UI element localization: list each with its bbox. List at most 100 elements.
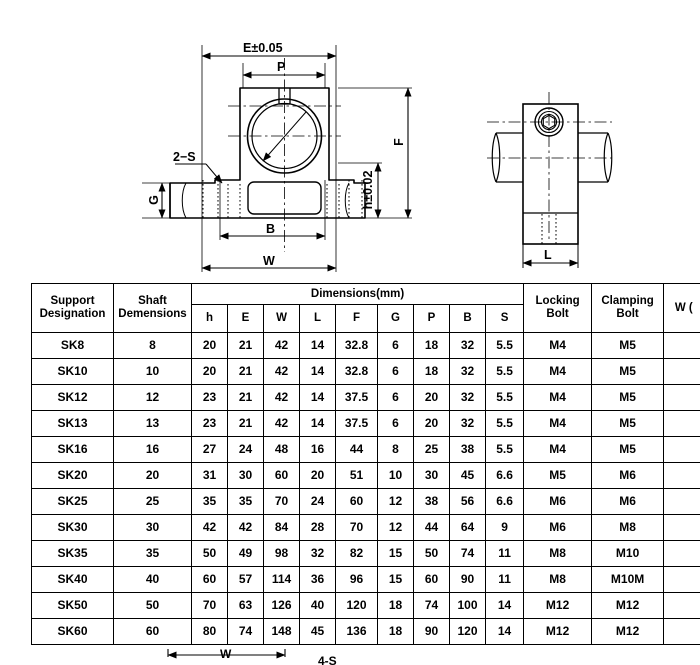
cell-h: 35 xyxy=(191,488,228,515)
cell-h: 23 xyxy=(191,410,228,437)
cell-shaft: 25 xyxy=(113,488,192,515)
cell-shaft: 10 xyxy=(113,358,192,385)
header-dimensions-group: Dimensions(mm) xyxy=(190,283,525,305)
cell-h: 42 xyxy=(191,514,228,541)
dim-L xyxy=(522,244,579,268)
leader-2S xyxy=(175,163,223,184)
cell-S: 6.6 xyxy=(484,462,525,489)
cell-F: 44 xyxy=(335,436,378,463)
cell-P: 60 xyxy=(413,566,450,593)
cell-locking: M6 xyxy=(523,514,593,541)
cell-E: 21 xyxy=(227,410,264,437)
foot-left-face xyxy=(181,182,187,219)
cell-h: 27 xyxy=(191,436,228,463)
cell-h: 50 xyxy=(191,540,228,567)
cell-shaft: 60 xyxy=(113,618,192,645)
header-dim-W: W xyxy=(263,304,300,333)
cell-B: 32 xyxy=(449,332,486,359)
cell-clamping: M5 xyxy=(591,332,665,359)
cell-designation: SK16 xyxy=(31,436,114,463)
cell-W: 42 xyxy=(263,384,300,411)
cell-W: 48 xyxy=(263,436,300,463)
front-view: E±0.05 P xyxy=(142,41,412,272)
cell-designation: SK50 xyxy=(31,592,114,619)
cell-E: 21 xyxy=(227,358,264,385)
cell-E: 74 xyxy=(227,618,264,645)
cell-weight xyxy=(663,358,700,385)
cell-S: 5.5 xyxy=(484,436,525,463)
cell-locking: M8 xyxy=(523,540,593,567)
cell-clamping: M5 xyxy=(591,410,665,437)
cell-L: 14 xyxy=(299,410,336,437)
cell-G: 15 xyxy=(377,566,414,593)
cell-L: 32 xyxy=(299,540,336,567)
header-clamping-bolt: Clamping Bolt xyxy=(591,283,665,333)
cell-E: 30 xyxy=(227,462,264,489)
cell-W: 42 xyxy=(263,332,300,359)
cell-S: 11 xyxy=(484,566,525,593)
cell-shaft: 13 xyxy=(113,410,192,437)
header-dim-B: B xyxy=(449,304,486,333)
cell-W: 70 xyxy=(263,488,300,515)
cell-S: 5.5 xyxy=(484,410,525,437)
cell-W: 84 xyxy=(263,514,300,541)
cell-W: 60 xyxy=(263,462,300,489)
cell-W: 148 xyxy=(263,618,300,645)
cell-locking: M4 xyxy=(523,436,593,463)
header-dim-E: E xyxy=(227,304,264,333)
cell-F: 70 xyxy=(335,514,378,541)
cell-clamping: M5 xyxy=(591,436,665,463)
cell-B: 56 xyxy=(449,488,486,515)
cell-P: 74 xyxy=(413,592,450,619)
cell-W: 42 xyxy=(263,410,300,437)
cell-W: 42 xyxy=(263,358,300,385)
header-dim-F: F xyxy=(335,304,378,333)
cell-G: 18 xyxy=(377,592,414,619)
cell-designation: SK35 xyxy=(31,540,114,567)
cell-weight xyxy=(663,540,700,567)
cell-clamping: M5 xyxy=(591,358,665,385)
cell-W: 114 xyxy=(263,566,300,593)
cell-P: 25 xyxy=(413,436,450,463)
cell-clamping: M6 xyxy=(591,488,665,515)
cell-L: 28 xyxy=(299,514,336,541)
cell-B: 90 xyxy=(449,566,486,593)
cell-F: 51 xyxy=(335,462,378,489)
mounting-holes-hidden xyxy=(202,180,363,218)
cell-E: 24 xyxy=(227,436,264,463)
cell-h: 60 xyxy=(191,566,228,593)
relief-pocket xyxy=(247,181,322,215)
cell-S: 6.6 xyxy=(484,488,525,515)
header-dim-G: G xyxy=(377,304,414,333)
cell-P: 20 xyxy=(413,384,450,411)
cell-F: 32.8 xyxy=(335,358,378,385)
bottom-dim-label-W: W xyxy=(220,647,232,661)
cell-L: 45 xyxy=(299,618,336,645)
side-center-lines xyxy=(487,92,612,240)
cell-B: 32 xyxy=(449,410,486,437)
cell-B: 38 xyxy=(449,436,486,463)
dim-label-L: L xyxy=(544,248,552,262)
center-lines xyxy=(228,58,341,252)
cell-h: 70 xyxy=(191,592,228,619)
cell-L: 14 xyxy=(299,358,336,385)
dim-label-2S: 2−S xyxy=(173,150,196,164)
header-dim-P: P xyxy=(413,304,450,333)
cell-weight xyxy=(663,332,700,359)
cell-B: 45 xyxy=(449,462,486,489)
cell-weight xyxy=(663,514,700,541)
cell-shaft: 35 xyxy=(113,540,192,567)
cell-F: 37.5 xyxy=(335,384,378,411)
cell-G: 6 xyxy=(377,332,414,359)
cell-B: 100 xyxy=(449,592,486,619)
cell-P: 50 xyxy=(413,540,450,567)
header-shaft-dimensions: Shaft Demensions xyxy=(113,283,192,333)
dim-label-h: h±0.02 xyxy=(361,171,375,210)
cell-designation: SK20 xyxy=(31,462,114,489)
header-support-designation: Support Designation xyxy=(31,283,114,333)
cell-weight xyxy=(663,410,700,437)
cell-designation: SK12 xyxy=(31,384,114,411)
